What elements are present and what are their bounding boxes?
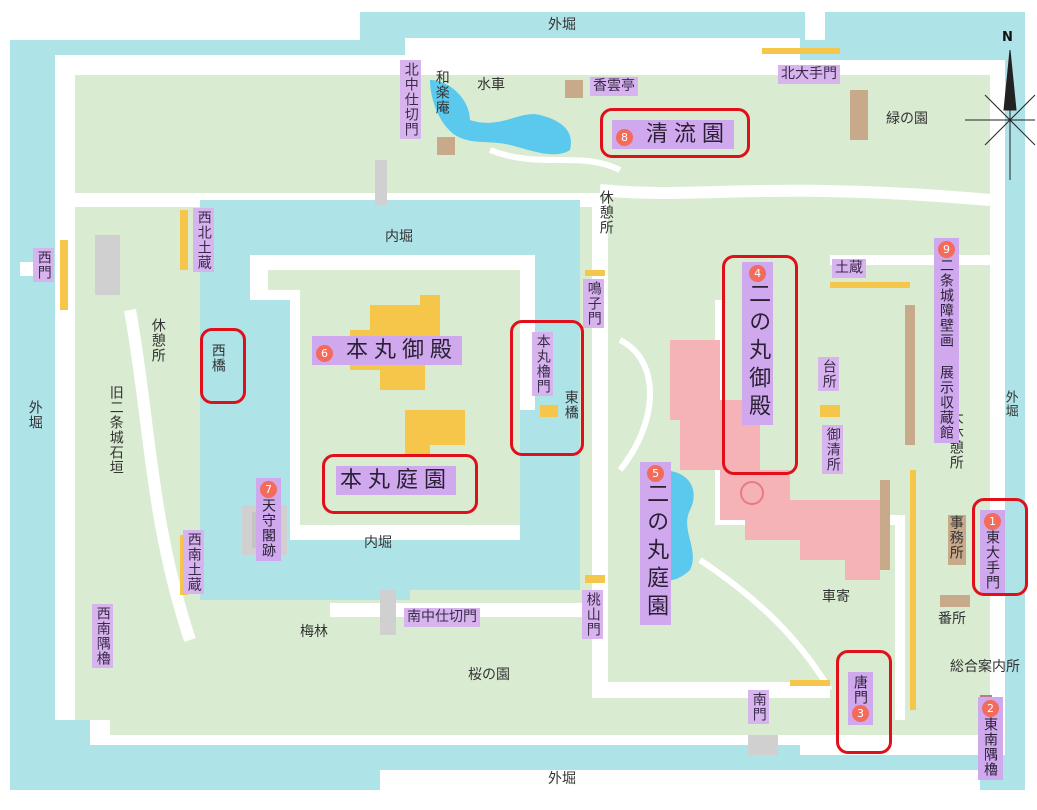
- highlight-ring-honmaru-teien: [322, 454, 478, 514]
- spot-label: 本丸庭園: [340, 468, 453, 493]
- kouun-tei-label: 香雲亭: [590, 77, 638, 96]
- inner-moat-label-south: 内堀: [364, 535, 392, 551]
- spot-label: 天守閣跡: [260, 498, 276, 558]
- stone-wall-label: 旧二条城石垣: [107, 385, 124, 475]
- kita-ote-gate-label: 北大手門: [778, 65, 840, 84]
- dozo-label: 土蔵: [832, 259, 866, 278]
- jimusho-label: 事務所: [947, 515, 964, 560]
- bansho-label: 番所: [938, 611, 966, 627]
- spot-number: 5: [647, 465, 665, 482]
- honmaru-teien-label: 本丸庭園: [336, 466, 457, 496]
- highlight-ring-higashi-ote-mon: [972, 498, 1028, 596]
- highlight-ring-karamon: [836, 650, 892, 754]
- spot-label: 本丸御殿: [346, 338, 459, 363]
- minami-naka-shikiri-gate-label: 南中仕切門: [404, 608, 480, 627]
- highlight-ring-honmaru-yagura: [510, 320, 584, 456]
- waraku-an-label: 和楽庵: [433, 70, 450, 115]
- nishi-mon-label: 西門: [33, 248, 54, 282]
- minami-mon-label: 南門: [748, 690, 769, 724]
- inner-moat-label-north: 内堀: [385, 229, 413, 245]
- spot-1-higashi-ote-mon: 1東大手門: [980, 510, 1005, 593]
- spot-9-shohekiga-museum: 9二条城障壁画 展示収蔵館: [934, 238, 959, 443]
- spot-number: 1: [984, 513, 1001, 530]
- spot-7-tenshukaku-ato: 7天守閣跡: [256, 478, 281, 561]
- spot-6-honmaru-goten: 6 本丸御殿: [312, 336, 463, 366]
- spot-number: 3: [852, 705, 869, 722]
- daidokoro-label: 台所: [818, 357, 839, 391]
- highlight-ring-seiryuen: [600, 108, 750, 158]
- spot-label: 二条城障壁画 展示収蔵館: [938, 258, 954, 440]
- compass-rose: [965, 49, 1036, 180]
- higashi-bashi-label: 東橋: [562, 390, 579, 420]
- spot-number: 7: [260, 481, 277, 498]
- outer-moat-label-south: 外堀: [548, 771, 576, 787]
- midori-no-en-label: 緑の園: [886, 111, 928, 127]
- kita-naka-shikiri-gate-label: 北中仕切門: [400, 60, 421, 139]
- highlight-ring-nishi-bashi: [200, 328, 246, 404]
- spot-8-seiryuen: 8 清流園: [612, 120, 735, 150]
- spot-label: 東大手門: [984, 530, 1000, 590]
- spot-label: 東南隅櫓: [982, 717, 998, 777]
- kyukei-north-label: 休憩所: [597, 190, 614, 235]
- kyukei-west-label: 休憩所: [149, 318, 166, 363]
- nishi-minami-dozo-label: 西南土蔵: [183, 530, 204, 594]
- spot-label: 二の丸庭園: [643, 482, 669, 622]
- north-indicator: N: [1002, 30, 1013, 45]
- spot-label: 唐門: [852, 675, 868, 705]
- highlight-ring-ninomaru-goten: [722, 255, 798, 475]
- suisha-label: 水車: [477, 77, 505, 93]
- outer-moat-label-west: 外堀: [26, 400, 43, 430]
- umebayashi-label: 梅林: [300, 624, 328, 640]
- spot-label: 清流園: [646, 122, 731, 147]
- outer-moat-label-north: 外堀: [548, 17, 576, 33]
- naruko-gate-label: 鳴子門: [583, 279, 604, 328]
- spot-number: 4: [749, 265, 767, 282]
- nishi-kita-dozo-label: 西北土蔵: [193, 208, 214, 272]
- honmaru-yagura-gate-label: 本丸櫓門: [532, 332, 553, 396]
- spot-label: 二の丸御殿: [745, 282, 771, 422]
- kuruma-yose-label: 車寄: [822, 589, 850, 605]
- spot-number: 9: [938, 241, 955, 258]
- spot-number: 2: [982, 700, 999, 717]
- spot-4-ninomaru-goten: 4二の丸御殿: [742, 262, 774, 425]
- spot-number: 8: [616, 129, 633, 146]
- nishi-bashi-label: 西橋: [209, 343, 226, 373]
- spot-5-ninomaru-teien: 5二の丸庭園: [640, 462, 672, 625]
- oshimizu-label: 御清所: [822, 425, 843, 474]
- spot-2-tonan-sumi-yagura: 2東南隅櫓: [978, 697, 1003, 780]
- pond-seiryuen: [430, 80, 571, 155]
- sakura-no-en-label: 桜の園: [468, 667, 510, 683]
- info-center-label: 総合案内所: [950, 659, 1020, 675]
- outer-moat-label-east: 外堀: [1002, 390, 1018, 418]
- spot-3-karamon: 唐門3: [848, 672, 873, 725]
- nishi-minami-sumi-yagura-label: 西南隅櫓: [92, 604, 113, 668]
- momoyama-gate-label: 桃山門: [582, 590, 603, 639]
- spot-number: 6: [316, 345, 333, 362]
